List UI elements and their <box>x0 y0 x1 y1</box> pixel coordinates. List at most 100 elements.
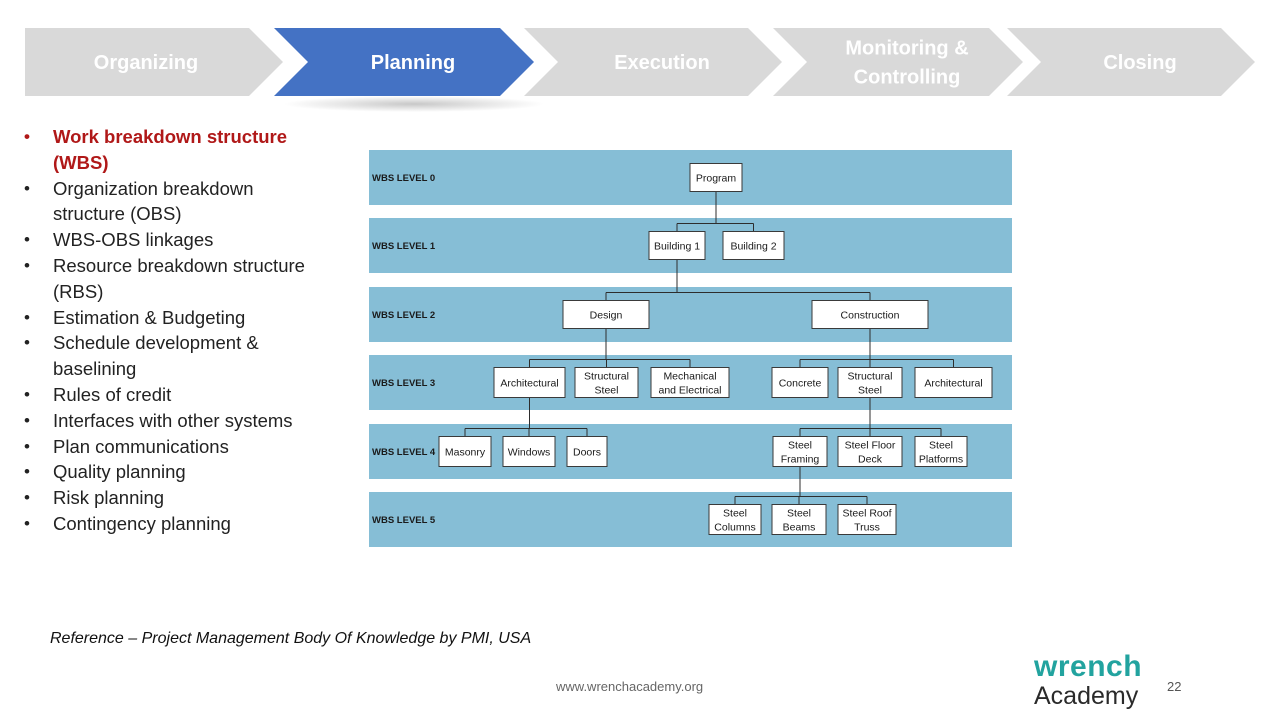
phase-chevron-0[interactable]: Organizing <box>25 28 283 96</box>
wbs-level-label: WBS LEVEL 5 <box>372 515 436 526</box>
bullet-item: Contingency planning <box>24 511 324 537</box>
wbs-node-label: Columns <box>714 522 755 534</box>
wbs-node-label: Structural <box>848 371 893 383</box>
phase-chevron-2[interactable]: Execution <box>524 28 782 96</box>
bullet-item: WBS-OBS linkages <box>24 227 324 253</box>
wbs-node-label: Steel <box>858 385 882 397</box>
wbs-node-box <box>438 436 492 467</box>
bullet-item: Schedule development & baselining <box>24 330 324 382</box>
wbs-level-label: WBS LEVEL 3 <box>372 378 435 389</box>
wbs-node-label: Deck <box>858 454 883 466</box>
phase-chevron-3[interactable]: Monitoring &Controlling <box>773 28 1023 96</box>
wbs-node-box <box>837 367 903 398</box>
bullet-item: Work breakdown structure (WBS) <box>24 124 324 176</box>
active-phase-shadow <box>284 96 544 112</box>
wbs-node-box <box>689 163 743 192</box>
wbs-node-label: Design <box>590 310 623 322</box>
wbs-node-label: Building 2 <box>730 241 776 253</box>
wbs-node-label: Building 1 <box>654 241 700 253</box>
wbs-level-band <box>369 492 1012 547</box>
website-url[interactable]: www.wrenchacademy.org <box>556 679 704 694</box>
wbs-node-label: Concrete <box>779 378 822 390</box>
wbs-node-label: Steel <box>723 508 747 520</box>
wbs-node: Architectural <box>914 367 993 398</box>
bullet-item: Resource breakdown structure (RBS) <box>24 253 324 305</box>
wbs-node-label: Platforms <box>919 454 963 466</box>
phase-label: Planning <box>371 52 455 74</box>
wbs-level-label: WBS LEVEL 2 <box>372 310 435 321</box>
wbs-node-label: Architectural <box>500 378 558 390</box>
wbs-node-label: Steel Roof <box>842 508 891 520</box>
wbs-node: Windows <box>502 436 556 467</box>
wbs-node-box <box>574 367 639 398</box>
wbs-node-box <box>837 436 903 467</box>
wbs-level-band <box>369 287 1012 342</box>
wbs-node-label: Steel Floor <box>845 440 896 452</box>
phase-chevron-1[interactable]: Planning <box>274 28 534 96</box>
wbs-node: Design <box>562 300 650 329</box>
wbs-node: Masonry <box>438 436 492 467</box>
phase-label: Closing <box>1103 52 1176 74</box>
planning-topic-list: Work breakdown structure (WBS)Organizati… <box>24 124 324 537</box>
bullet-item: Quality planning <box>24 459 324 485</box>
wbs-node: Architectural <box>493 367 566 398</box>
wbs-node-label: Beams <box>783 522 816 534</box>
wbs-node-label: and Electrical <box>658 385 721 397</box>
bullet-item: Organization breakdown structure (OBS) <box>24 176 324 228</box>
wbs-node-box <box>811 300 929 329</box>
wbs-node: Concrete <box>771 367 829 398</box>
wbs-node-box <box>650 367 730 398</box>
wbs-node-box <box>566 436 608 467</box>
wbs-node-label: Steel <box>595 385 619 397</box>
phase-label: Organizing <box>94 52 198 74</box>
wbs-connectors <box>464 191 954 505</box>
wbs-node-label: Steel <box>788 440 812 452</box>
wbs-node: Construction <box>811 300 929 329</box>
wbs-level-band <box>369 150 1012 205</box>
phase-chevron-shape <box>524 28 782 96</box>
wbs-level-label: WBS LEVEL 1 <box>372 241 436 252</box>
wbs-node-label: Windows <box>508 447 551 459</box>
phase-label: Monitoring & <box>845 38 968 60</box>
phase-chevron-shape <box>1007 28 1255 96</box>
logo-wordmark-bottom: Academy <box>1034 682 1139 710</box>
bullet-item: Risk planning <box>24 485 324 511</box>
wbs-node-label: Mechanical <box>663 371 716 383</box>
phase-chevron-shape <box>25 28 283 96</box>
wbs-node-box <box>914 436 968 467</box>
wbs-level-band <box>369 355 1012 410</box>
wbs-node-label: Program <box>696 173 737 185</box>
phase-chevron-shape <box>274 28 534 96</box>
wbs-node-box <box>562 300 650 329</box>
wbs-node-label: Steel <box>787 508 811 520</box>
wbs-node-box <box>771 504 827 535</box>
phase-chevron-4[interactable]: Closing <box>1007 28 1255 96</box>
bullet-item: Plan communications <box>24 434 324 460</box>
wbs-node: Program <box>689 163 743 192</box>
wbs-node-box <box>914 367 993 398</box>
phase-label: Execution <box>614 52 710 74</box>
wbs-level-label: WBS LEVEL 4 <box>372 447 436 458</box>
wbs-node-box <box>493 367 566 398</box>
wbs-node-label: Truss <box>854 522 880 534</box>
wbs-node-label: Framing <box>781 454 820 466</box>
wbs-node-box <box>502 436 556 467</box>
bullet-item: Estimation & Budgeting <box>24 305 324 331</box>
wbs-node-label: Architectural <box>924 378 982 390</box>
page-number: 22 <box>1167 679 1182 694</box>
reference-note: Reference – Project Management Body Of K… <box>50 630 532 647</box>
wbs-node-box <box>648 231 706 260</box>
wbs-node-label: Steel <box>929 440 953 452</box>
wbs-node: Mechanical and Electrical <box>650 367 730 398</box>
logo-wordmark-top: wrench <box>1034 650 1143 683</box>
bullet-item: Interfaces with other systems <box>24 408 324 434</box>
